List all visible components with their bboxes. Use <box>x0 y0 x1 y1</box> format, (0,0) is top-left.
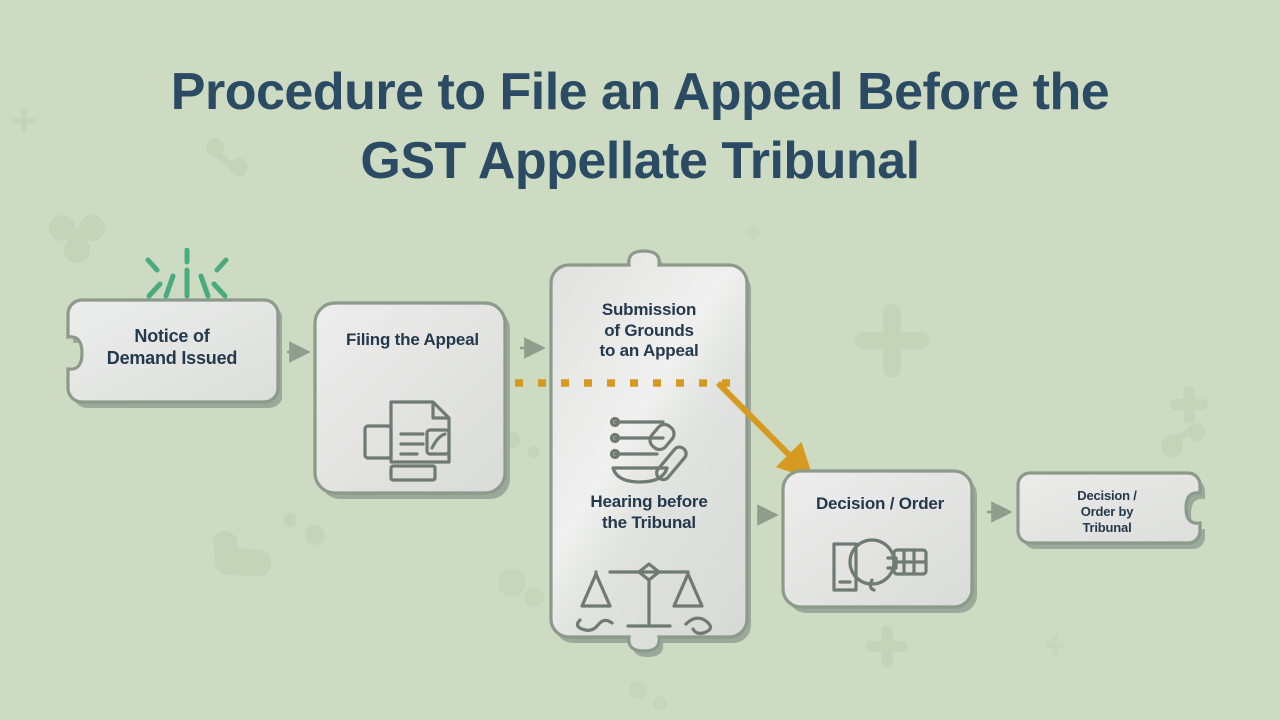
sparkle-burst-icon <box>145 248 229 299</box>
page-title-line-2: GST Appellate Tribunal <box>360 131 920 190</box>
node-final-label-line-1: Decision / <box>1077 488 1137 503</box>
node-central-submission-line-2: of Grounds <box>604 320 694 340</box>
page-title: Procedure to File an Appeal Before the G… <box>0 58 1280 195</box>
node-central-submission-line-1: Submission <box>601 300 697 319</box>
document-print-icon <box>310 388 515 493</box>
node-central-submission-line-3: to an Appeal <box>599 341 699 361</box>
node-central-hearing-line-2: the Tribunal <box>602 512 696 532</box>
node-decision-label: Decision / Order <box>815 494 945 513</box>
node-notice-label-line-1: Notice of <box>134 326 210 346</box>
arrow-grounds-to-decision <box>715 380 814 480</box>
node-final-label-line-3: Tribunal <box>1082 519 1132 535</box>
node-central-label-hearing: Hearing before the Tribunal <box>546 492 752 533</box>
node-decision-order[interactable]: Decision / Order <box>778 468 982 618</box>
node-notice-of-demand[interactable]: Notice of Demand Issued <box>62 296 283 410</box>
node-central-label-submission: Submission of Grounds to an Appeal <box>546 300 752 362</box>
node-filing-label: Filing the Appeal <box>346 330 479 349</box>
node-central-hearing-line-1: Hearing before <box>590 492 708 511</box>
stamp-icon <box>778 532 982 605</box>
page-title-line-1: Procedure to File an Appeal Before the <box>170 63 1110 121</box>
node-central-tribunal[interactable]: Submission of Grounds to an Appeal Heari… <box>546 248 752 660</box>
node-decision-order-by-tribunal[interactable]: Decision / Order by Tribunal <box>1012 470 1220 552</box>
node-notice-label-line-2: Demand Issued <box>106 347 238 368</box>
node-notice-label: Notice of Demand Issued <box>62 326 282 370</box>
node-filing-the-appeal[interactable]: Filing the Appeal <box>310 300 515 505</box>
node-final-label: Decision / Order by Tribunal <box>1012 488 1202 536</box>
dotted-grounds-line <box>515 379 734 387</box>
gavel-icon <box>546 408 752 499</box>
node-final-label-line-2: Order by <box>1080 503 1134 519</box>
scales-of-justice-icon <box>546 548 752 649</box>
